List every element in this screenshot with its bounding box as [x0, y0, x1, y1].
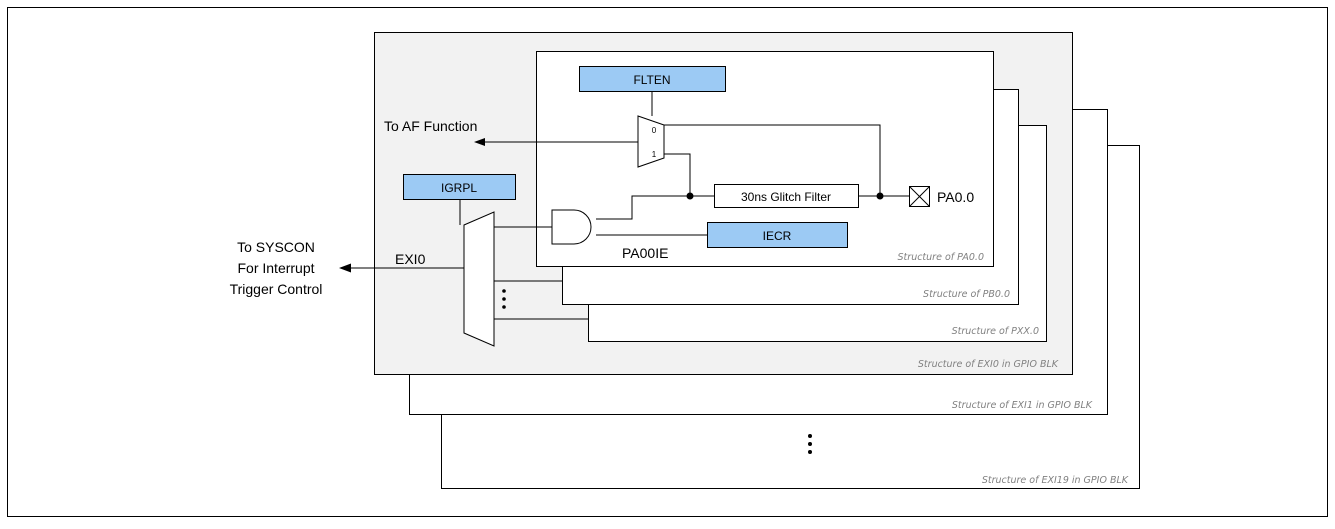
igrpl-register: IGRPL	[403, 174, 516, 200]
iecr-label: IECR	[763, 229, 792, 243]
junction-dot	[876, 192, 884, 200]
syscon-label-line1: To SYSCON	[237, 239, 315, 255]
glitch-filter-label: 30ns Glitch Filter	[741, 190, 831, 204]
af-mux-input-1: 1	[652, 150, 657, 159]
af-mux-input-0: 0	[652, 126, 657, 135]
af-arrow-icon	[474, 138, 485, 146]
junction-dot	[686, 192, 694, 200]
exi-ellipsis	[808, 434, 812, 454]
and-gate	[551, 209, 592, 245]
syscon-label-line3: Trigger Control	[230, 281, 323, 297]
pb00-caption: Structure of PB0.0	[923, 289, 1010, 300]
glitch-filter-block: 30ns Glitch Filter	[714, 184, 859, 208]
af-mux-shape	[637, 115, 665, 168]
exi19-caption: Structure of EXI19 in GPIO BLK	[982, 475, 1129, 486]
pa00ie-label: PA00IE	[622, 245, 668, 261]
igrpl-mux-ellipsis	[502, 289, 506, 309]
exi0-label: EXI0	[395, 251, 426, 267]
af-mux: 0 1	[637, 115, 665, 168]
flten-register: FLTEN	[579, 66, 726, 92]
syscon-label-line2: For Interrupt	[237, 260, 314, 276]
igrpl-label: IGRPL	[441, 181, 477, 195]
wiring	[350, 92, 909, 320]
exi0-caption: Structure of EXI0 in GPIO BLK	[918, 359, 1059, 370]
exi0-arrow-icon	[339, 263, 351, 273]
exi1-caption: Structure of EXI1 in GPIO BLK	[952, 400, 1093, 411]
pin-pad-icon	[909, 186, 930, 207]
igrpl-mux	[463, 211, 495, 347]
pin-label: PA0.0	[937, 189, 974, 205]
pa00-caption: Structure of PA0.0	[898, 252, 984, 263]
af-function-label: To AF Function	[384, 118, 477, 134]
flten-label: FLTEN	[633, 73, 670, 87]
iecr-register: IECR	[707, 222, 848, 248]
pxx0-caption: Structure of PXX.0	[952, 326, 1039, 337]
